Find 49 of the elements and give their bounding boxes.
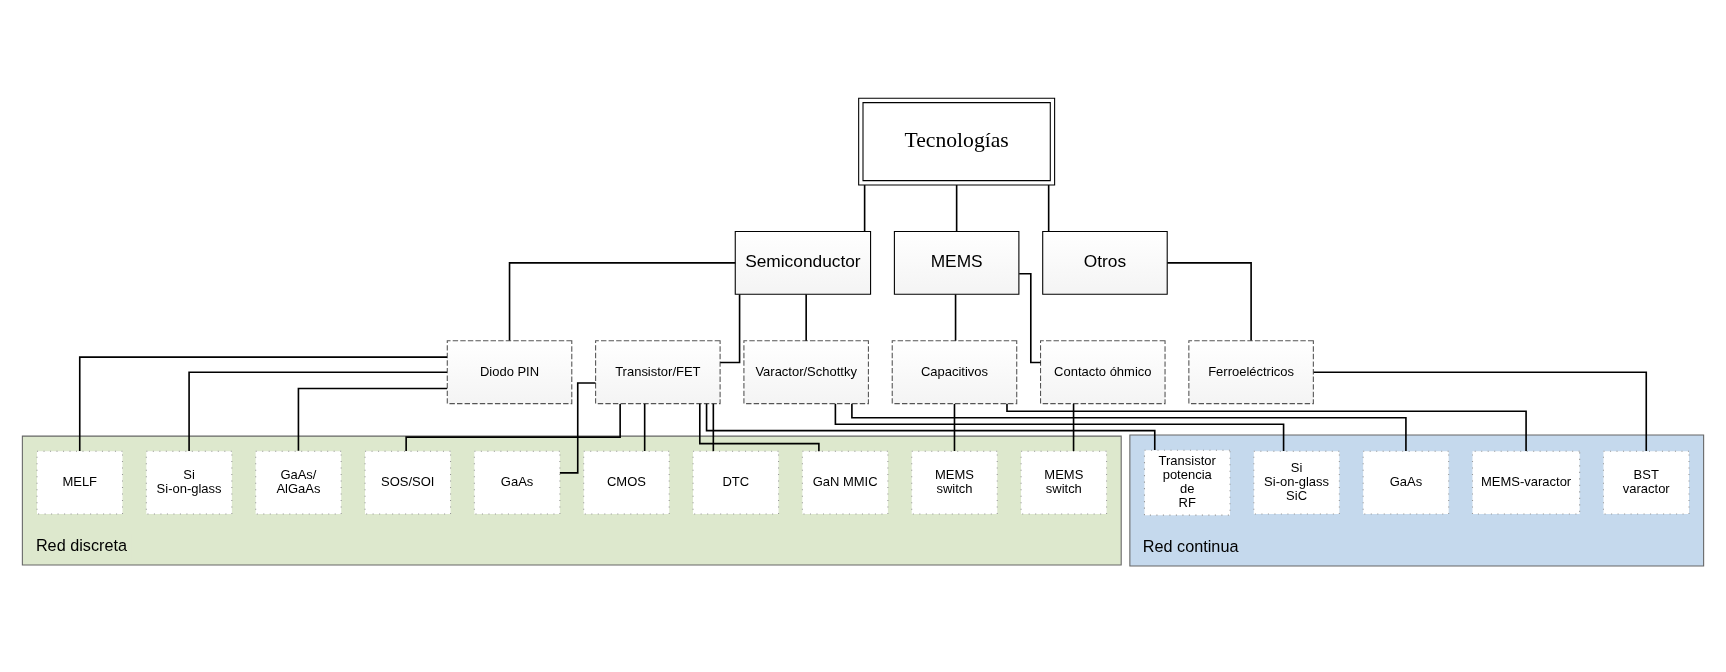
connector: [699, 402, 820, 452]
node-box: Contacto óhmico: [1040, 339, 1166, 404]
connector: [1018, 272, 1042, 363]
node-box: Otros: [1042, 230, 1168, 295]
connector: [712, 402, 715, 452]
node-box: CMOS: [583, 450, 670, 515]
node-box: Capacitivos: [891, 339, 1018, 404]
node-box: Transistor/FET: [595, 339, 721, 404]
connector: [863, 183, 866, 232]
node-box: DTC: [692, 450, 780, 515]
node-box: GaAs: [1362, 450, 1450, 515]
connector: [297, 387, 448, 452]
connector: [643, 402, 646, 452]
node-box: Si Si-on-glass SiC: [1253, 450, 1340, 515]
connector: [719, 293, 741, 363]
node-box: Ferroeléctricos: [1188, 339, 1314, 404]
connector: [1166, 261, 1252, 341]
connector: [1006, 402, 1527, 452]
node-box: Transistor potencia de RF: [1143, 449, 1231, 516]
connector: [954, 293, 957, 341]
node-box: MEMS switch: [911, 450, 998, 515]
node-box: Si Si-on-glass: [145, 450, 233, 515]
node-box: SOS/SOI: [364, 450, 452, 515]
node-box: GaAs: [473, 450, 561, 515]
node-box: MEMS: [893, 230, 1020, 295]
connector: [805, 293, 807, 341]
node-box: GaN MMIC: [801, 450, 889, 515]
node-box: Varactor/Schottky: [743, 339, 869, 404]
connector: [1047, 183, 1050, 232]
connector: [851, 402, 1407, 452]
connector: [1312, 370, 1648, 452]
connector: [953, 402, 956, 452]
connector: [559, 381, 597, 474]
connector: [188, 370, 448, 452]
node-box: BST varactor: [1602, 450, 1690, 515]
connector: [705, 402, 1156, 451]
node-box: Semiconductor: [734, 230, 872, 295]
connector: [405, 402, 621, 452]
connector: [1072, 402, 1075, 452]
connector: [508, 261, 737, 341]
connector: [955, 183, 958, 232]
connector: [834, 402, 1285, 452]
node-box: GaAs/ AlGaAs: [255, 450, 342, 515]
node-box: Tecnologías: [858, 97, 1056, 185]
node-box: MEMS-varactor: [1471, 450, 1581, 515]
node-box: MEMS switch: [1020, 450, 1108, 515]
connector: [78, 355, 448, 452]
node-box: MELF: [36, 450, 124, 515]
node-box: Diodo PIN: [446, 339, 573, 404]
